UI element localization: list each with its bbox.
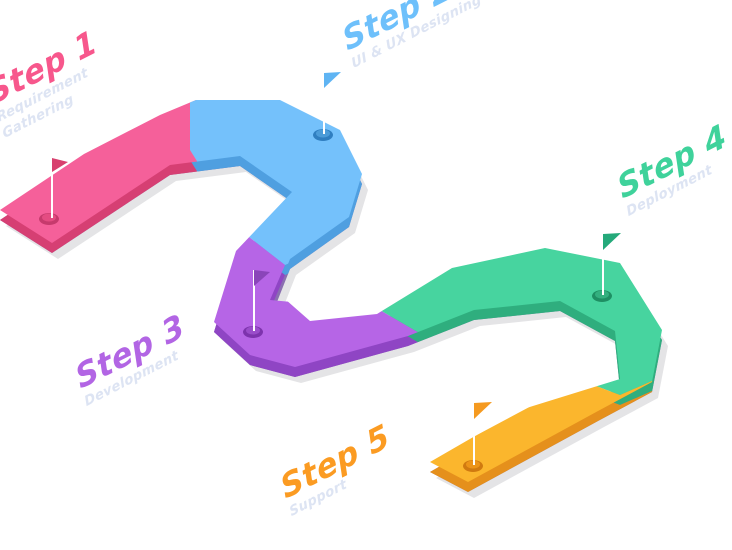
- flag-icon: [52, 158, 68, 172]
- step-3-marker: [243, 270, 270, 338]
- step-1-marker: [39, 158, 68, 225]
- flag-icon: [603, 233, 621, 250]
- step-5-marker: [463, 402, 492, 472]
- step-4-marker: [592, 233, 621, 302]
- flag-icon: [254, 270, 270, 286]
- step-2-marker: [313, 72, 341, 141]
- flag-icon: [474, 402, 492, 419]
- flag-icon: [324, 72, 341, 88]
